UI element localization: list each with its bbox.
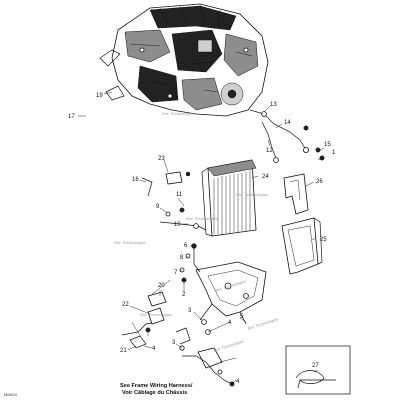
voltage-regulator bbox=[201, 159, 257, 237]
callout-25: 25 bbox=[320, 237, 327, 243]
callout-17: 17 bbox=[68, 114, 75, 120]
hose-clamp bbox=[141, 171, 191, 197]
diagram-code: MM010 bbox=[4, 392, 18, 397]
mounting-bracket bbox=[195, 261, 267, 325]
callout-19: 19 bbox=[96, 93, 103, 99]
lower-valve bbox=[129, 291, 211, 351]
harness-note-line1: See Frame Wiring Harness/ bbox=[120, 383, 193, 389]
callout-7: 7 bbox=[174, 270, 178, 276]
callout-24: 24 bbox=[262, 174, 269, 180]
callout-5: 5 bbox=[240, 314, 244, 320]
callout-4c: 4 bbox=[236, 379, 240, 385]
harness-note-line2: Voir Câblage du Châssis bbox=[122, 390, 187, 396]
engine-assembly bbox=[111, 3, 269, 117]
callout-3: 3 bbox=[188, 308, 192, 314]
callout-27: 27 bbox=[312, 363, 319, 369]
callout-26: 26 bbox=[316, 179, 323, 185]
ground-cable bbox=[159, 207, 207, 231]
watermark: Ref: Technologies bbox=[213, 338, 245, 353]
breather-hose bbox=[69, 49, 159, 336]
callout-3b: 3 bbox=[172, 340, 176, 346]
callout-11: 11 bbox=[176, 192, 183, 198]
watermark: Ref: Technologies bbox=[162, 111, 194, 116]
protective-plate bbox=[281, 217, 323, 275]
callout-2: 2 bbox=[182, 292, 186, 298]
harness-note: See Frame Wiring Harness/ Voir Câblage d… bbox=[120, 383, 193, 396]
watermarks: Ref: Technologies Ref: Technologies Ref:… bbox=[114, 111, 279, 353]
watermark: Ref: Technologies bbox=[186, 216, 218, 221]
callout-numbers: 19 17 13 14 12 15 1 16 23 24 26 11 9 10 … bbox=[68, 93, 336, 385]
callout-4b: 4 bbox=[152, 346, 156, 352]
callout-9: 9 bbox=[156, 204, 160, 210]
callout-4: 4 bbox=[228, 320, 232, 326]
callout-23: 23 bbox=[158, 156, 165, 162]
watermark: Ref: Technologies bbox=[247, 316, 279, 331]
watermark: Ref: Technologies bbox=[140, 312, 172, 317]
wire-support bbox=[179, 243, 201, 283]
callout-8: 8 bbox=[180, 255, 184, 261]
callout-15: 15 bbox=[324, 142, 331, 148]
callout-20: 20 bbox=[158, 283, 165, 289]
callout-12: 12 bbox=[266, 148, 273, 154]
leader-lines bbox=[78, 91, 325, 385]
callout-1: 1 bbox=[332, 150, 336, 156]
callout-21: 21 bbox=[120, 348, 127, 354]
callout-14: 14 bbox=[284, 120, 291, 126]
watermark: Ref: Technologies bbox=[114, 240, 146, 245]
cover-bracket bbox=[283, 173, 309, 215]
callout-10: 10 bbox=[174, 222, 181, 228]
callout-6: 6 bbox=[184, 243, 188, 249]
callout-13: 13 bbox=[270, 102, 277, 108]
watermark: Ref: Technologies bbox=[236, 192, 268, 197]
sensor-cable bbox=[249, 109, 325, 163]
callout-16: 16 bbox=[132, 177, 139, 183]
callout-22: 22 bbox=[122, 302, 129, 308]
harness-connector bbox=[182, 347, 235, 387]
